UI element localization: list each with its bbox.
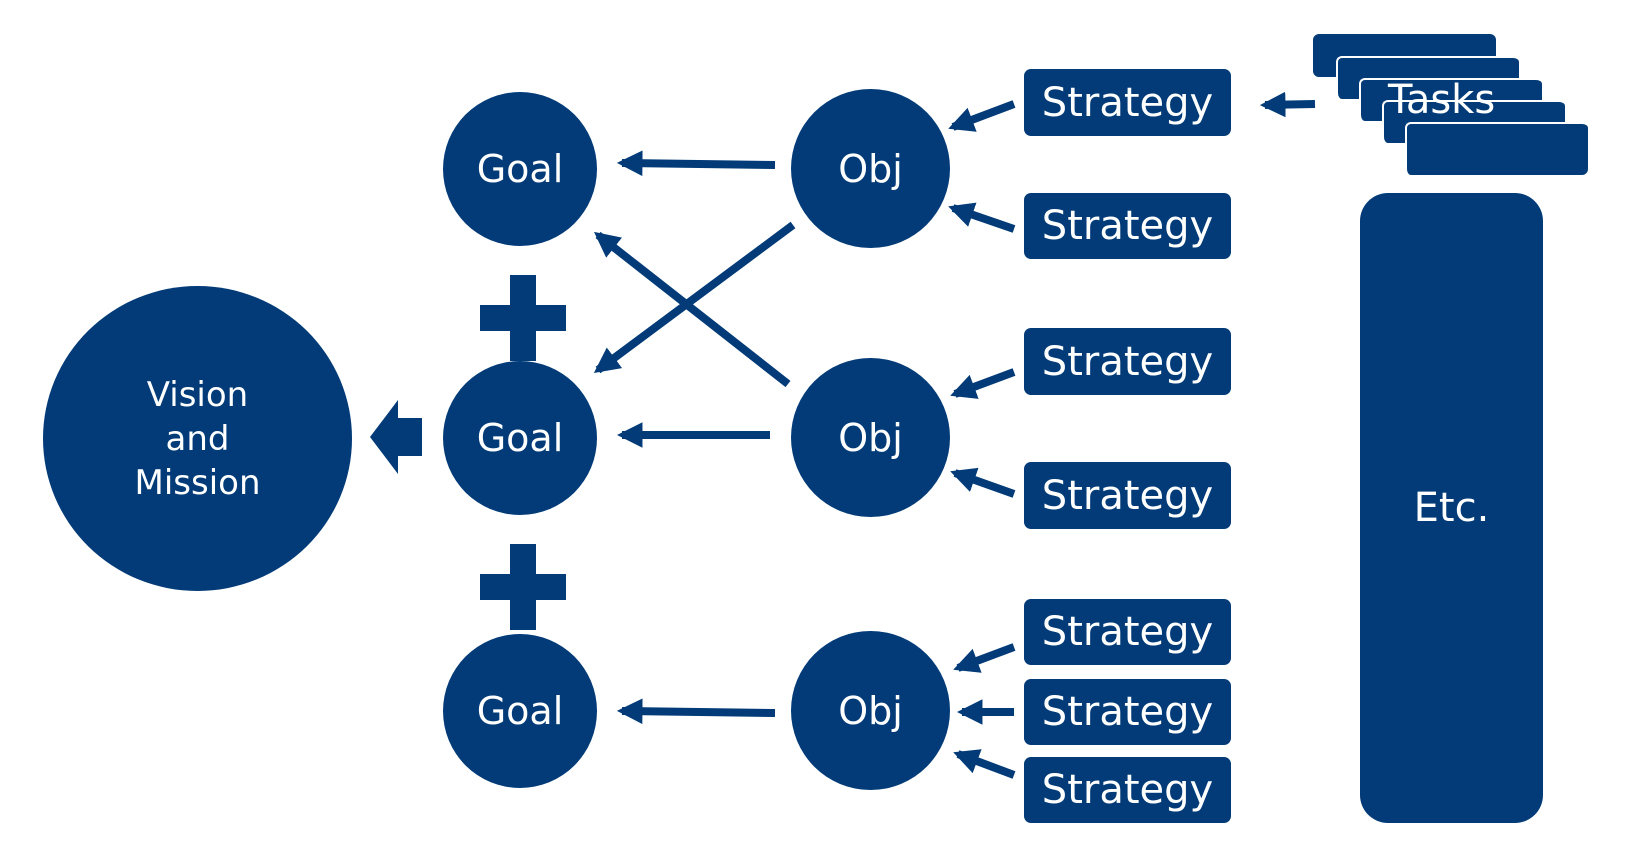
goal-label: Goal (476, 689, 564, 733)
arrow-strategy5-obj3 (953, 643, 1016, 673)
tasks-label: Tasks (1388, 77, 1496, 123)
strategy-box-4: Strategy (1024, 462, 1231, 529)
etc-box: Etc. (1360, 193, 1543, 823)
arrow-strategy4-obj2 (950, 467, 1016, 498)
plus-icon (480, 275, 566, 361)
goal-label: Goal (476, 147, 564, 191)
strategy-box-2: Strategy (1024, 193, 1231, 259)
goal-node-3: Goal (443, 634, 597, 788)
arrow-strategy1-obj1 (948, 100, 1016, 132)
vision-mission-label: Vision and Mission (134, 374, 261, 503)
arrow-obj3-goal3 (616, 698, 776, 725)
arrow-strategy7-obj3 (953, 749, 1016, 779)
strategy-label: Strategy (1041, 609, 1214, 655)
strategy-label: Strategy (1041, 767, 1214, 813)
arrow-obj2-goal1 (593, 231, 791, 388)
objective-node-3: Obj (791, 631, 950, 790)
goal-node-2: Goal (443, 361, 597, 515)
strategy-box-6: Strategy (1024, 679, 1231, 745)
strategy-box-1: Strategy (1024, 69, 1231, 136)
strategy-box-7: Strategy (1024, 757, 1231, 823)
goal-node-1: Goal (443, 92, 597, 246)
strategy-label: Strategy (1041, 79, 1214, 126)
strategy-box-5: Strategy (1024, 599, 1231, 665)
etc-label: Etc. (1413, 485, 1490, 531)
strategy-label: Strategy (1041, 689, 1214, 735)
arrow-tasks-strategy1 (1259, 91, 1316, 118)
objective-label: Obj (838, 688, 903, 733)
objective-node-2: Obj (791, 358, 950, 517)
objective-label: Obj (838, 146, 903, 191)
goal-label: Goal (476, 416, 564, 460)
objective-label: Obj (838, 415, 903, 460)
arrow-obj1-goal1 (616, 150, 776, 177)
vision-mission-node: Vision and Mission (43, 286, 352, 591)
strategy-label: Strategy (1041, 338, 1214, 385)
objective-node-1: Obj (791, 89, 950, 248)
strategy-label: Strategy (1041, 472, 1214, 519)
arrow-strategy2-obj1 (948, 202, 1016, 233)
arrow-goal2-vision (370, 400, 422, 474)
strategy-label: Strategy (1041, 203, 1214, 249)
arrow-strategy3-obj2 (950, 368, 1016, 399)
plus-icon (480, 544, 566, 630)
task-sheet (1405, 122, 1588, 175)
arrow-obj1-goal2 (593, 221, 796, 374)
strategy-box-3: Strategy (1024, 328, 1231, 395)
